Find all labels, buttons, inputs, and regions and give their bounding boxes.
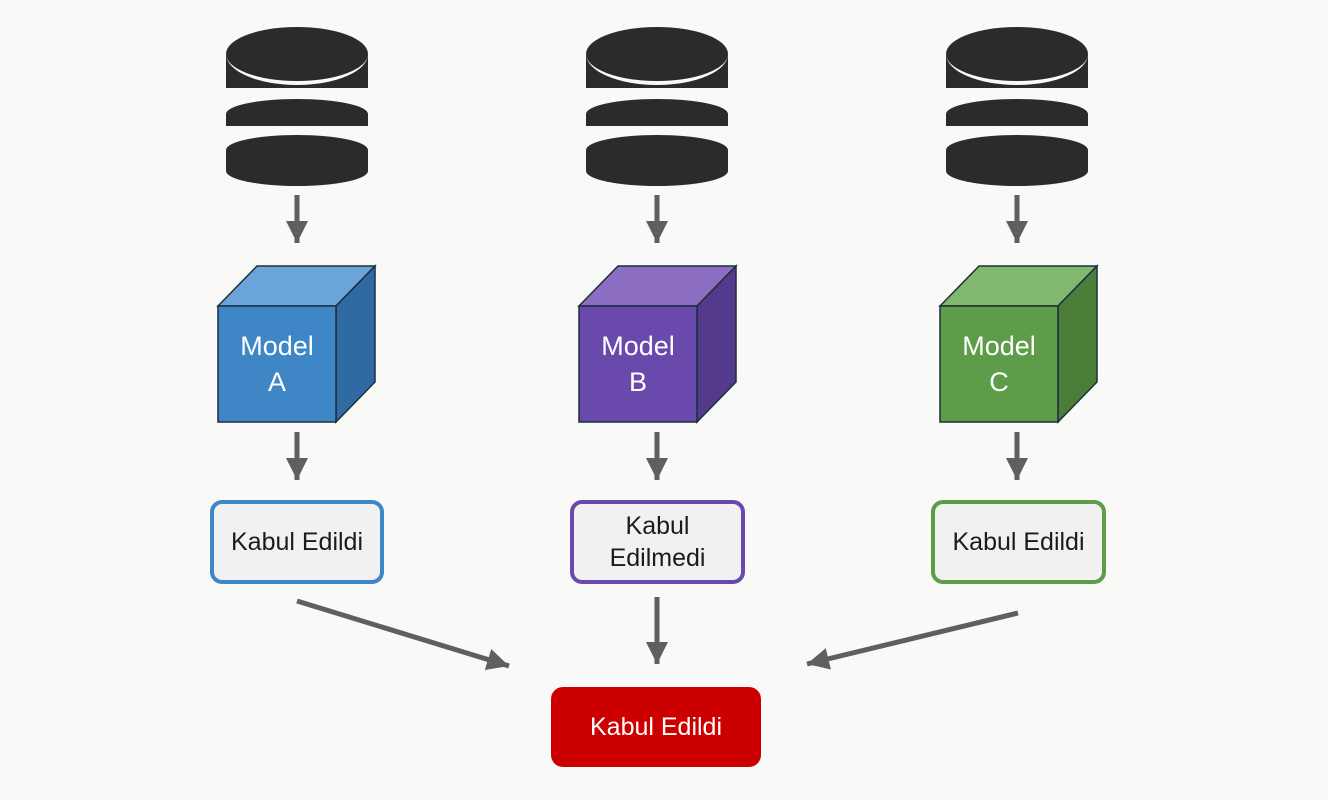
final-decision-label: Kabul Edildi [589, 712, 723, 741]
cube-icon-model-b: Model B [577, 264, 738, 424]
result-box-b: Kabul Edilmedi [570, 500, 745, 584]
model-c-line2: C [989, 367, 1009, 397]
model-b-line1: Model [601, 331, 675, 361]
arrow-result-a-to-final [296, 598, 510, 671]
result-box-c: Kabul Edildi [931, 500, 1106, 584]
result-b-label: Kabul Edilmedi [610, 510, 706, 575]
cube-icon-model-a: Model A [216, 264, 377, 424]
cube-front-b [578, 305, 698, 423]
database-icon-b [586, 23, 728, 186]
cube-icon-model-c: Model C [938, 264, 1099, 424]
model-b-line2: B [629, 367, 647, 397]
database-icon-c [946, 23, 1088, 186]
final-decision-box: Kabul Edildi [551, 687, 761, 767]
result-box-a: Kabul Edildi [210, 500, 384, 584]
cube-front-a [217, 305, 337, 423]
model-a-line1: Model [240, 331, 314, 361]
result-a-label: Kabul Edildi [230, 527, 364, 556]
result-b-line1: Kabul [625, 511, 690, 540]
model-a-line2: A [268, 367, 286, 397]
result-b-line2: Edilmedi [609, 544, 706, 572]
arrow-result-c-to-final [806, 610, 1019, 670]
result-c-label: Kabul Edildi [952, 527, 1085, 556]
model-c-line1: Model [962, 331, 1036, 361]
cube-front-c [939, 305, 1059, 423]
database-icon-a [226, 23, 368, 186]
